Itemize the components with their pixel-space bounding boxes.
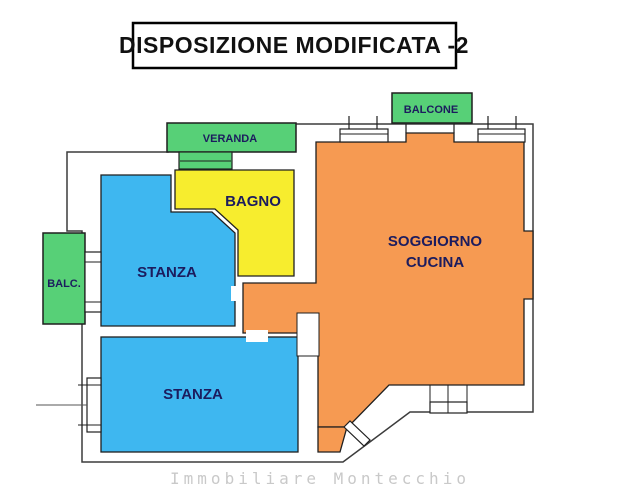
wall-slot [296,312,320,357]
room-stanza-1 [100,174,236,327]
title-box [131,21,458,70]
label-veranda: VERANDA [203,133,257,145]
door-gap-stanza1 [231,286,242,301]
watermark-text: Immobiliare Montecchio [170,469,470,488]
area-balcone [391,92,473,124]
window-symbol-bottom [429,385,468,414]
page-title: DISPOSIZIONE MODIFICATA -2 [119,32,469,58]
window-symbol-top-right [477,116,526,143]
window-frame [477,128,526,143]
window-frame [339,128,389,143]
area-balc [42,232,86,325]
door-gap-stanza2 [246,330,268,342]
window-frame [86,377,102,433]
label-stanza-2: STANZA [163,386,223,403]
label-soggiorno-line1: SOGGIORNO [388,233,483,250]
label-soggiorno-line2: CUCINA [406,254,464,271]
window-symbol-stanza2 [36,377,102,433]
balc-door-symbol [84,251,102,313]
label-stanza-1: STANZA [137,264,197,281]
balcone-door-symbol [405,124,455,133]
entrance-door-leaf [343,420,371,447]
room-bagno [174,169,295,277]
window-symbol-top-left [339,116,389,143]
label-balc: BALC. [47,278,81,290]
door-frame [84,251,102,313]
label-bagno: BAGNO [225,193,281,210]
label-balcone: BALCONE [404,104,458,116]
entrance-hall-wedge [317,426,348,453]
